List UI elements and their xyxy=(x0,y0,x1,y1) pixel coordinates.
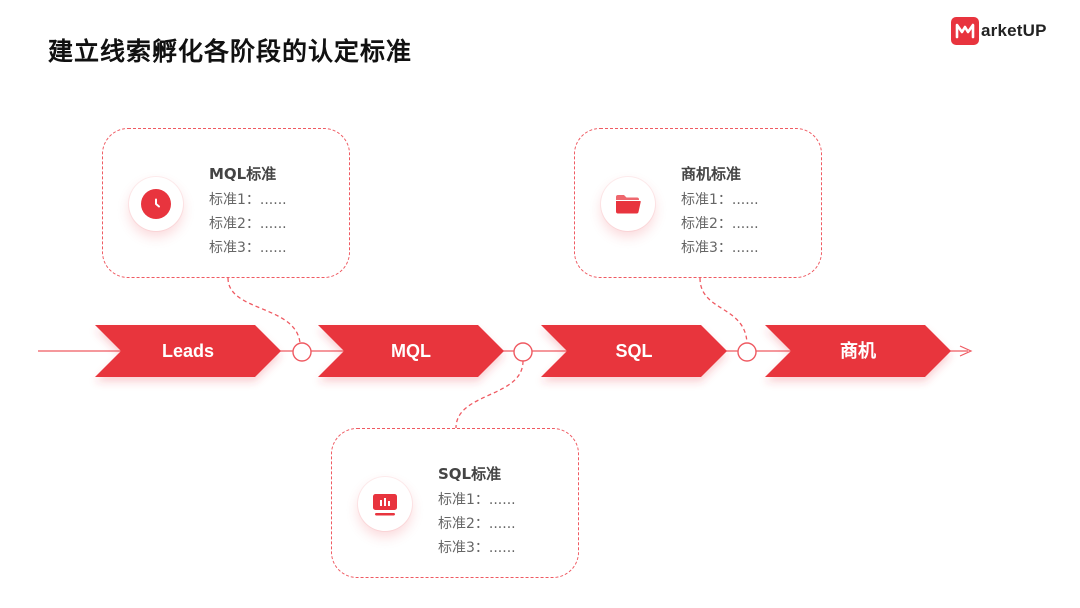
card-sql-standard: SQL标准 标准1：...... 标准2：...... 标准3：...... xyxy=(331,428,579,578)
card-line: 标准3：...... xyxy=(438,540,516,556)
logo-m-icon xyxy=(951,17,979,45)
card-text: SQL标准 标准1：...... 标准2：...... 标准3：...... xyxy=(438,463,516,560)
card-mql-standard: MQL标准 标准1：...... 标准2：...... 标准3：...... xyxy=(102,128,350,278)
folder-icon xyxy=(613,189,643,219)
link-mql-card xyxy=(227,277,301,344)
card-line: 标准1：...... xyxy=(438,492,516,508)
logo: arketUP xyxy=(951,17,1047,45)
card-title: 商机标准 xyxy=(681,165,742,183)
card-line: 标准1：...... xyxy=(209,192,287,208)
card-text: 商机标准 标准1：...... 标准2：...... 标准3：...... xyxy=(681,163,759,260)
card-opportunity-standard: 商机标准 标准1：...... 标准2：...... 标准3：...... xyxy=(574,128,822,278)
stage-chevron-opportunity xyxy=(765,325,951,377)
stage-chevron-mql xyxy=(318,325,504,377)
connector-node-1 xyxy=(292,342,312,362)
card-title: SQL标准 xyxy=(438,465,502,483)
bar-chart-icon xyxy=(370,489,400,519)
stage-label-sql: SQL xyxy=(615,341,653,361)
card-icon-badge xyxy=(129,177,183,231)
card-line: 标准3：...... xyxy=(681,240,759,256)
card-line: 标准2：...... xyxy=(209,216,287,232)
card-icon-badge xyxy=(358,477,412,531)
connector-node-3 xyxy=(737,342,757,362)
logo-text: arketUP xyxy=(981,21,1047,40)
timeline-arrow-head xyxy=(959,345,973,357)
stage-label-mql: MQL xyxy=(391,341,431,361)
card-icon-badge xyxy=(601,177,655,231)
card-line: 标准1：...... xyxy=(681,192,759,208)
card-text: MQL标准 标准1：...... 标准2：...... 标准3：...... xyxy=(209,163,287,260)
card-line: 标准3：...... xyxy=(209,240,287,256)
stage-chevron-sql xyxy=(541,325,727,377)
link-sql-card xyxy=(455,360,524,429)
card-title: MQL标准 xyxy=(209,165,277,183)
clock-icon xyxy=(141,189,171,219)
stage-label-leads: Leads xyxy=(161,341,215,361)
stage-label-opportunity: 商机 xyxy=(840,341,876,361)
card-line: 标准2：...... xyxy=(438,516,516,532)
page-title: 建立线索孵化各阶段的认定标准 xyxy=(48,37,413,66)
link-opportunity-card xyxy=(699,277,748,344)
card-line: 标准2：...... xyxy=(681,216,759,232)
stage-chevron-leads xyxy=(95,325,281,377)
connector-node-2 xyxy=(513,342,533,362)
